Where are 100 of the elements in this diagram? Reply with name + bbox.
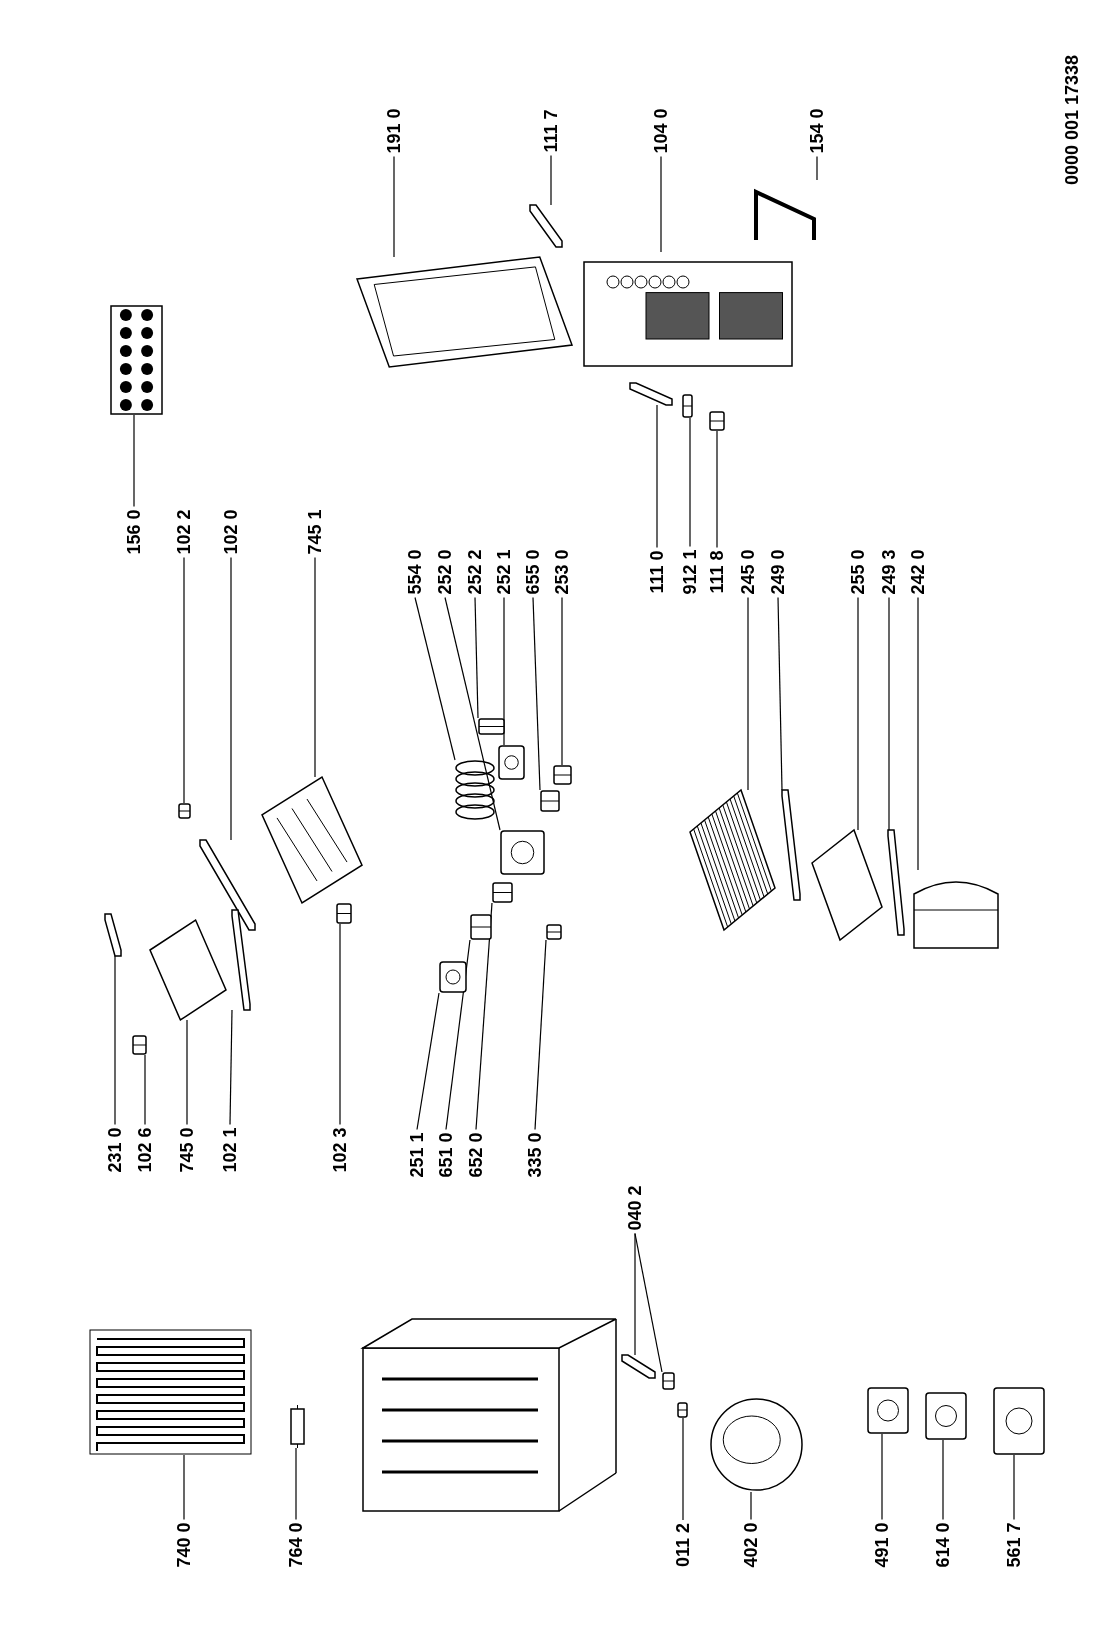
callout-number: 745 0 [177,1127,197,1173]
thermostat-housing-drawing [500,830,545,875]
callout-number: 040 2 [625,1185,645,1231]
callout-number: 104 0 [651,108,671,154]
callout-number: 111 7 [541,109,561,153]
callout-number: 740 0 [174,1522,194,1568]
callout-number: 912 1 [680,549,700,595]
leader-line [295,1447,297,1521]
callout-number: 154 0 [807,108,827,154]
callout-number: 561 7 [1004,1522,1024,1568]
leader-line [144,1054,146,1126]
callout-number: 156 0 [124,509,144,555]
callout-number: 252 1 [494,549,514,595]
callout-number: 252 0 [435,549,455,595]
callout-number: 255 0 [848,549,868,595]
callout-number: 554 0 [405,549,425,595]
bracket-drawing [478,718,505,735]
callout-number: 764 0 [286,1522,306,1568]
relay-cover-drawing [867,1387,909,1434]
leader-line [475,902,493,1131]
strip-drawing [782,790,800,900]
callout-number: 251 1 [407,1132,427,1178]
callout-number: 102 1 [220,1127,240,1173]
leader-line [777,596,783,791]
leader-line [183,556,185,804]
callout-number: 102 2 [174,509,194,555]
switch-drawing [498,745,525,780]
leader-line [550,154,552,206]
leader-line [393,155,395,258]
callout-number: 102 0 [221,509,241,555]
leader-line [857,596,859,831]
leader-line [474,596,479,719]
ice-tray-drawing [110,305,163,415]
coil-drawing [455,760,495,820]
leader-line [689,417,691,548]
callout-number: 011 2 [673,1522,693,1568]
drawing-number: 0000 001 17338 [1062,54,1082,186]
leader-line [750,1491,752,1521]
leader-line [444,596,501,831]
relay-drawing [925,1392,967,1440]
leader-line [656,404,658,549]
callout-number: 102 3 [330,1127,350,1173]
hinge-plate-drawing [630,383,672,405]
bracket-drawing [439,961,467,993]
leader-line [133,414,135,508]
callout-number: 491 0 [872,1522,892,1568]
leader-line [183,1454,185,1521]
callout-number: 745 1 [305,509,325,555]
shelf-drawing [262,777,362,903]
leader-line [942,1439,944,1521]
callout-number: 335 0 [525,1132,545,1178]
bracket-drawing [622,1355,655,1378]
lamp-holder-drawing [470,914,492,940]
callout-number: 102 6 [135,1127,155,1173]
leader-line [416,992,440,1131]
callout-number: 655 0 [523,549,543,595]
leader-line [230,556,232,841]
leader-line [682,1417,684,1521]
leader-line [186,1019,188,1126]
strip-drawing [232,910,250,1010]
drawer-front-drawing [200,840,255,930]
compressor-drawing [709,1397,804,1492]
leader-line [888,596,890,831]
leader-line [716,430,718,549]
callout-number: 111 8 [707,550,727,594]
bulb-drawing [492,882,513,903]
leader-line [503,596,505,746]
callout-number: 614 0 [933,1522,953,1568]
glass-shelf-drawing [812,830,882,940]
leader-line [532,596,541,791]
leader-line [816,155,818,181]
callout-number: 402 0 [741,1522,761,1568]
screw-drawing [682,394,693,418]
condenser-coil-drawing [89,1329,252,1455]
pin-drawing [105,914,121,956]
evaporator-plate-drawing [150,920,226,1020]
callout-number: 252 2 [465,549,485,595]
door-gasket-drawing [357,257,572,367]
callout-number: 651 0 [436,1132,456,1178]
leader-line [561,596,563,766]
knob-drawing [546,924,562,940]
leader-line [445,939,471,1131]
callout-number: 231 0 [105,1127,125,1173]
leader-line [414,596,456,761]
callout-number: 253 0 [552,549,572,595]
leader-line [534,939,547,1131]
callout-number: 242 0 [908,549,928,595]
callout-number: 245 0 [738,549,758,595]
clip-drawing [178,803,191,819]
callout-number: 191 0 [384,108,404,154]
trim-strip-drawing [530,205,562,247]
cap-drawing [553,765,572,785]
clip-drawing [132,1035,147,1055]
grommet-drawing [677,1402,688,1418]
leader-line [634,1232,663,1373]
leader-line [881,1433,883,1521]
filter-drier-drawing [290,1405,305,1448]
callout-number: 249 0 [768,549,788,595]
lamp-drawing [540,790,560,812]
thermostat-drawing [993,1387,1045,1455]
